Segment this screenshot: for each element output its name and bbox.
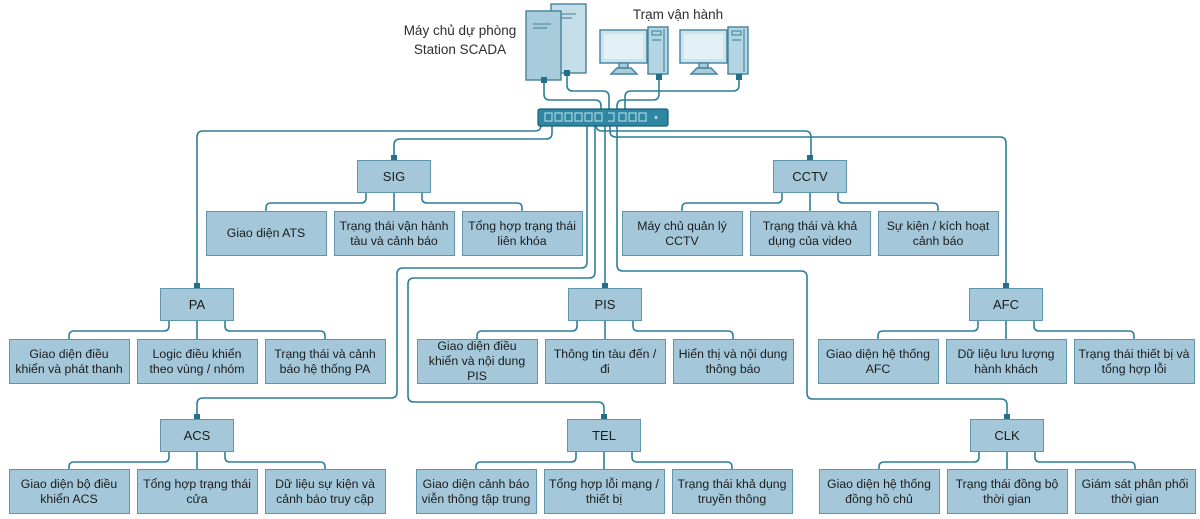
wire-cctv-child-0	[681, 192, 783, 212]
connector-node-pa	[194, 283, 200, 289]
wire-clk-child-2	[1034, 451, 1136, 470]
workstation-icon	[679, 26, 749, 80]
wire-workstation-1-to-switch	[616, 76, 660, 110]
wire-cctv-child-2	[837, 192, 939, 212]
wire-backup-server-2-to-switch	[566, 72, 610, 110]
wire-switch-to-sig	[393, 124, 553, 158]
wire-tel-child-0	[475, 451, 577, 470]
server-towers-icon	[525, 3, 587, 83]
wire-switch-to-pa	[196, 124, 542, 286]
connector-server-2	[564, 70, 570, 76]
wire-switch-to-tel	[407, 124, 605, 417]
wire-afc-child-2	[1033, 320, 1135, 340]
connector-workstation-1	[656, 74, 662, 80]
connector-workstation-2	[736, 74, 742, 80]
wire-pa-child-0	[68, 320, 170, 340]
connector-node-pis	[602, 283, 608, 289]
connector-node-afc	[1003, 283, 1009, 289]
wire-pa-child-2	[224, 320, 326, 340]
pc-tower-icon	[647, 26, 669, 75]
network-switch-icon	[537, 108, 669, 127]
connector-node-clk	[1004, 414, 1010, 420]
connector-node-sig	[391, 155, 397, 161]
wire-tel-child-2	[631, 451, 733, 470]
connector-node-cctv	[807, 155, 813, 161]
connector-node-tel	[601, 414, 607, 420]
connector-server-1	[541, 77, 547, 83]
wire-acs-child-2	[224, 451, 326, 470]
wire-afc-child-0	[877, 320, 979, 340]
wire-workstation-2-to-switch	[624, 76, 740, 110]
wire-acs-child-0	[68, 451, 170, 470]
wire-switch-to-acs	[196, 124, 588, 417]
wire-switch-to-clk	[616, 124, 1008, 417]
wire-switch-to-cctv	[595, 124, 812, 158]
wire-sig-child-2	[421, 192, 523, 212]
pc-tower-icon	[727, 26, 749, 75]
wire-pis-child-2	[632, 320, 734, 340]
workstation-icon	[599, 26, 669, 80]
wire-clk-child-0	[878, 451, 980, 470]
wire-backup-server-1-to-switch	[543, 79, 602, 110]
wire-pis-child-0	[476, 320, 578, 340]
server-tower-front	[525, 10, 562, 81]
wire-switch-to-afc	[609, 124, 1007, 286]
connector-node-acs	[194, 414, 200, 420]
wire-sig-child-0	[265, 192, 367, 212]
